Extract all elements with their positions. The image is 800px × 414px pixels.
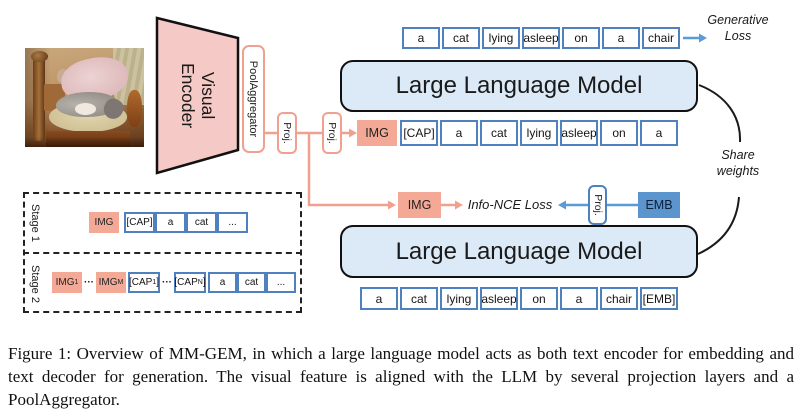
img-token-caption: IMG bbox=[357, 120, 397, 146]
token: IMG bbox=[89, 212, 119, 233]
photo-art-shape bbox=[74, 103, 97, 116]
photo-art-shape bbox=[30, 50, 48, 62]
blue-arrowheads bbox=[558, 33, 707, 210]
token: cat bbox=[480, 120, 518, 146]
token: a bbox=[402, 27, 440, 49]
photo-art-shape bbox=[25, 137, 144, 147]
emb-token: EMB bbox=[638, 192, 680, 218]
token: [CAP] bbox=[124, 212, 155, 233]
token: a bbox=[440, 120, 478, 146]
token: a bbox=[602, 27, 640, 49]
stage-1-label: Stage 1 bbox=[29, 204, 42, 242]
token: [EMB] bbox=[640, 287, 678, 310]
stage-1-label-wrap: Stage 1 bbox=[27, 194, 43, 252]
token: a bbox=[360, 287, 398, 310]
token: asleep bbox=[480, 287, 518, 310]
token: asleep bbox=[560, 120, 598, 146]
img-token-embed: IMG bbox=[398, 192, 441, 218]
token: cat bbox=[442, 27, 480, 49]
token: on bbox=[600, 120, 638, 146]
token: on bbox=[520, 287, 558, 310]
photo-art-shape bbox=[127, 89, 142, 128]
stage-2-label-wrap: Stage 2 bbox=[27, 254, 43, 313]
proj-1-label: Proj. bbox=[281, 122, 293, 144]
token: a bbox=[640, 120, 678, 146]
proj-box-2: Proj. bbox=[322, 112, 342, 154]
share-weights-label: Share weights bbox=[716, 148, 760, 179]
proj-box-text: Proj. bbox=[588, 185, 607, 225]
token: chair bbox=[600, 287, 638, 310]
proj-box-1: Proj. bbox=[277, 112, 297, 154]
generative-loss-label: Generative Loss bbox=[707, 13, 769, 44]
visual-encoder-trapezoid bbox=[155, 16, 240, 175]
llm-box-top: Large Language Model bbox=[340, 60, 698, 112]
photo-art-shape bbox=[33, 53, 46, 142]
input-cat-photo bbox=[25, 48, 144, 147]
token: cat bbox=[400, 287, 438, 310]
proj-text-label: Proj. bbox=[591, 194, 604, 216]
stage-divider bbox=[23, 252, 302, 254]
token: cat bbox=[186, 212, 217, 233]
token: lying bbox=[482, 27, 520, 49]
token: chair bbox=[642, 27, 680, 49]
embed-input-row: a cat lying asleep on a chair [EMB] bbox=[360, 287, 678, 310]
blue-connectors bbox=[566, 36, 699, 207]
generated-token-row: a cat lying asleep on a chair bbox=[402, 27, 680, 49]
token: lying bbox=[440, 287, 478, 310]
pink-arrowheads bbox=[349, 128, 463, 210]
token: a bbox=[155, 212, 186, 233]
ellipsis: ··· bbox=[84, 277, 94, 288]
stage-1-sequence: IMG [CAP] a cat ... bbox=[89, 212, 248, 233]
token: cat bbox=[237, 272, 266, 293]
stage-2-label: Stage 2 bbox=[29, 264, 42, 303]
proj-2-label: Proj. bbox=[326, 122, 338, 144]
visual-encoder-label-wrap: Visual Encoder bbox=[158, 18, 237, 173]
poolaggregator-label: PoolAggregator bbox=[247, 60, 260, 138]
share-weights-brace bbox=[697, 84, 742, 255]
token: [CAP] bbox=[400, 120, 438, 146]
token: ... bbox=[217, 212, 248, 233]
token: ... bbox=[266, 272, 296, 293]
llm-box-bottom: Large Language Model bbox=[340, 225, 698, 278]
token: on bbox=[562, 27, 600, 49]
info-nce-loss-label: Info-NCE Loss bbox=[467, 196, 553, 212]
visual-encoder-label: Visual Encoder bbox=[178, 62, 219, 129]
ellipsis: ··· bbox=[162, 277, 172, 288]
token: lying bbox=[520, 120, 558, 146]
poolaggregator-box: PoolAggregator bbox=[242, 45, 265, 153]
token: asleep bbox=[522, 27, 560, 49]
caption-input-row: [CAP] a cat lying asleep on a bbox=[400, 120, 678, 146]
figure-caption: Figure 1: Overview of MM-GEM, in which a… bbox=[8, 344, 794, 409]
token: a bbox=[208, 272, 237, 293]
token: a bbox=[560, 287, 598, 310]
